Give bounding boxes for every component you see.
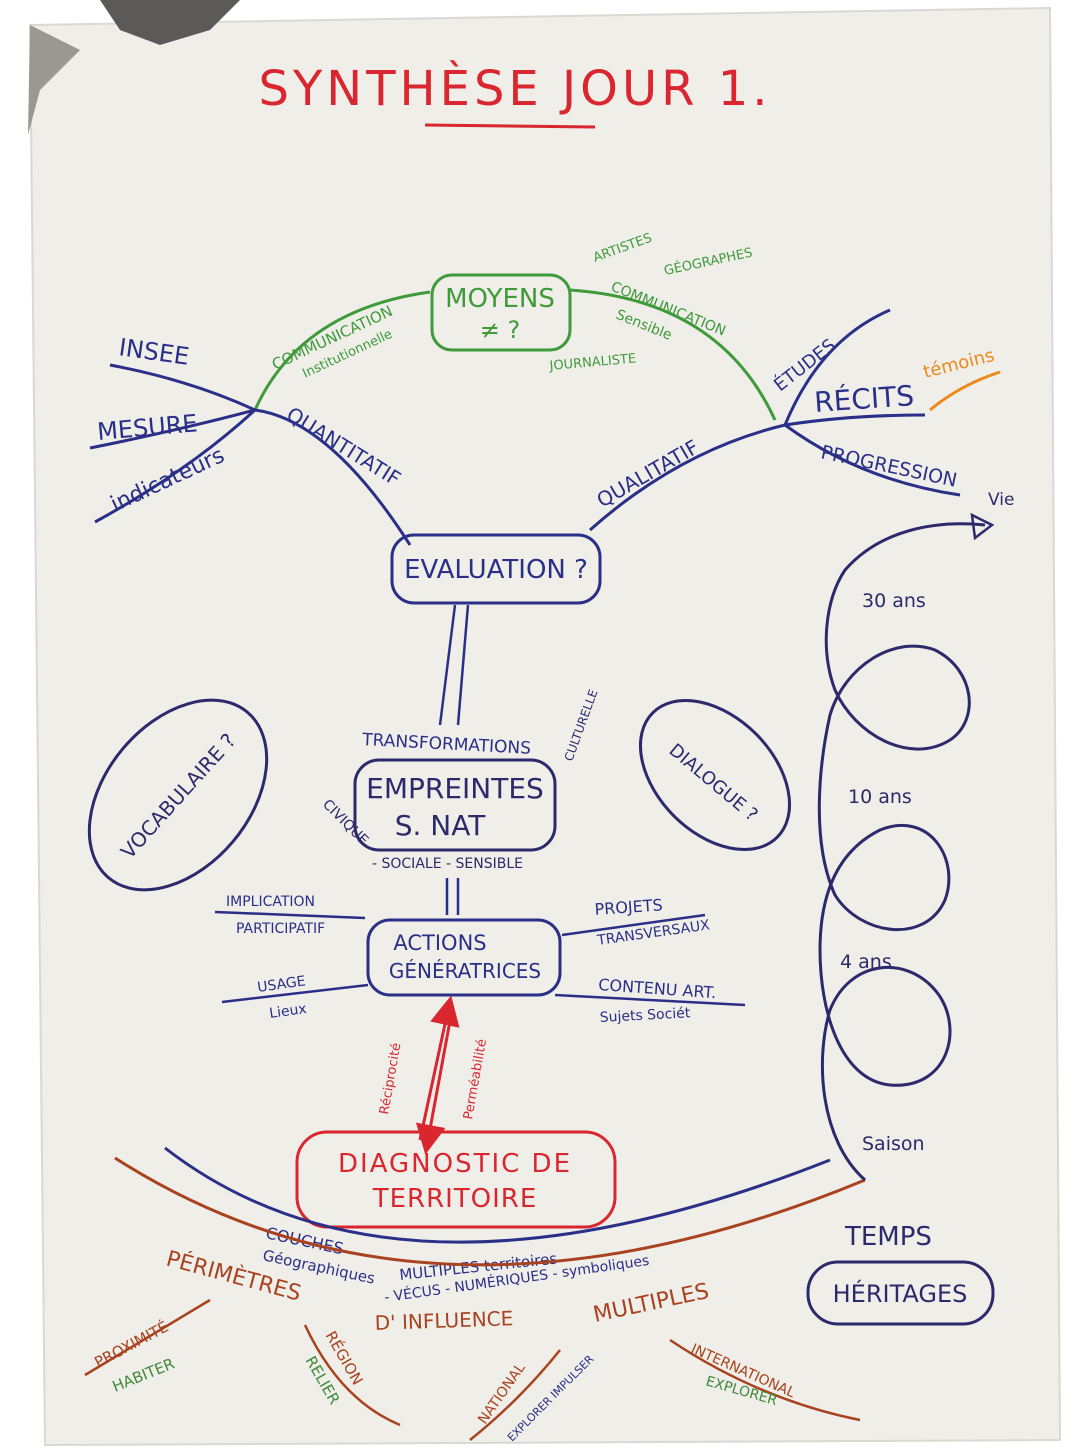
actions-box [366,918,562,997]
sujets-label: Sujets Sociét [599,1005,691,1026]
temoins-line [929,370,1001,412]
vocabulaire-ellipse [87,698,269,892]
usage-line [221,983,369,1004]
page-title: SYNTHÈSE JOUR 1. [259,60,772,117]
national-line [469,1349,561,1441]
diagnostic-label: DIAGNOSTIC DE [338,1149,572,1179]
eval-link-1 [438,604,457,726]
etudes-line [783,308,891,426]
projets-label: PROJETS [594,895,663,919]
sociale-sensible-label: - SOCIALE - SENSIBLE [372,856,523,872]
indicateurs-line [94,408,257,524]
vie-label: Vie [988,490,1014,510]
arrow-up [418,995,460,1141]
actions-sublabel: GÉNÉRATRICES [389,959,541,983]
green-arc-right [569,288,777,421]
region-line [303,1324,401,1427]
dialogue-ellipse [638,698,792,852]
moyens-box [430,273,572,352]
contenu-line [554,993,746,1007]
actions-label: ACTIONS [393,931,486,955]
temps-label: TEMPS [844,1222,932,1252]
diagnostic-box [295,1130,617,1229]
mesure-line [89,408,256,450]
implication-line [214,910,366,920]
timeline-arrowhead [970,512,995,541]
couches-arc [164,1146,831,1244]
international-line [669,1338,861,1422]
territoire-label: TERRITOIRE [372,1184,538,1214]
evaluation-label: EVALUATION ? [404,555,588,585]
eval-link-2 [456,604,470,726]
green-arc-left [253,290,431,411]
recits-label: RÉCITS [813,378,915,419]
insee-line [109,363,256,412]
paper-sheet [28,6,1062,1447]
perimetres-arc [114,1156,866,1267]
progression-line [784,423,961,497]
heritages-box [806,1260,995,1326]
empreintes-box [353,758,557,852]
arrow-down [415,1009,454,1155]
heritages-label: HÉRITAGES [833,1279,968,1308]
lieux-label: Lieux [268,1001,307,1022]
saison-label: Saison [862,1133,925,1155]
4-ans-label: 4 ans [840,951,892,973]
implication-label: IMPLICATION [226,894,315,910]
moyens-sublabel: ≠ ? [480,316,520,344]
participatif-label: PARTICIPATIF [236,921,325,937]
torn-corner-shadow [28,25,80,135]
usage-label: USAGE [256,973,306,996]
projets-line [561,913,706,937]
proximite-line [84,1298,211,1377]
10-ans-label: 10 ans [848,786,912,808]
quantitatif-branch [254,408,412,546]
timeline-spiral [817,522,986,1182]
moyens-label: MOYENS [445,284,555,314]
empreintes-label: EMPREINTES [366,772,544,805]
title-underline [424,123,596,129]
recits-line [784,413,926,427]
30-ans-label: 30 ans [862,590,926,612]
influence-label: D' INFLUENCE [374,1306,513,1335]
qualitatif-branch [589,423,786,532]
torn-corner [100,0,240,45]
empreintes-sublabel: S. NAT [395,809,487,842]
evaluation-box [390,533,602,605]
